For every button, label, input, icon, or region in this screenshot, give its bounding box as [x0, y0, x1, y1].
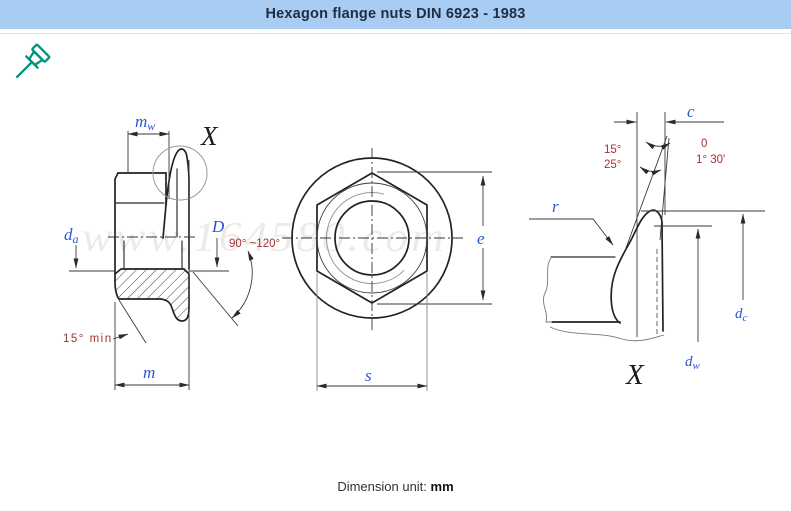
dim-label-dw: dw	[685, 354, 701, 372]
angle-label-15: 15°	[604, 144, 621, 156]
side-view: mw X da D 90° ~120° 15° min	[63, 112, 280, 390]
dim-r: r	[529, 197, 614, 246]
dim-e: e	[377, 171, 492, 305]
dim-dc: dc	[641, 210, 765, 324]
dim-c: c	[614, 102, 724, 125]
detail-profile	[543, 209, 665, 342]
angle-label-flange-min: 15° min	[63, 333, 113, 345]
side-view-outline	[108, 148, 197, 322]
dim-label-da: da	[64, 225, 79, 246]
dim-D: D	[189, 217, 229, 272]
flange-section-hatch	[114, 268, 190, 322]
detail-mark-label: X	[200, 121, 219, 151]
angle-label-countersink: 90° ~120°	[229, 238, 280, 250]
detail-view-title: X	[625, 359, 645, 391]
title-bar: Hexagon flange nuts DIN 6923 - 1983	[0, 0, 791, 29]
angle-label-0: 0	[701, 138, 707, 150]
dim-label-m: m	[143, 363, 155, 382]
pushpin-icon[interactable]	[11, 43, 51, 83]
thread-major-arc	[326, 192, 405, 284]
dimension-unit-value: mm	[430, 479, 454, 494]
header-divider	[0, 29, 791, 34]
front-view-outline	[282, 148, 463, 330]
dim-label-mw: mw	[135, 112, 155, 133]
dimension-unit-note: Dimension unit: mm	[0, 479, 791, 494]
dim-label-c: c	[687, 102, 695, 121]
detail-extension-lines	[636, 112, 666, 337]
dim-label-e: e	[477, 229, 485, 248]
detail-view: c 15° 25° 0 1° 30' r dw	[529, 102, 765, 391]
front-view: e s	[282, 148, 492, 391]
detail-mark: X	[152, 121, 219, 201]
angle-countersink: 90° ~120°	[192, 238, 280, 327]
angle-callouts: 15° 25° 0 1° 30'	[604, 135, 725, 249]
dim-label-s: s	[365, 366, 372, 385]
dim-da: da	[64, 225, 114, 272]
break-line-bottom	[549, 326, 665, 342]
dim-label-r: r	[552, 197, 559, 216]
angle-label-1-30: 1° 30'	[696, 154, 725, 166]
detail-circle	[152, 145, 208, 201]
dim-mw: mw	[127, 112, 170, 199]
angle-flange-min: 15° min	[63, 299, 147, 345]
dimension-unit-label: Dimension unit:	[337, 479, 427, 494]
dim-label-D: D	[211, 217, 225, 236]
dim-dw: dw	[654, 225, 712, 372]
dim-label-dc: dc	[735, 306, 748, 324]
dim-m: m	[114, 160, 190, 390]
dim-s: s	[316, 273, 428, 391]
page-title: Hexagon flange nuts DIN 6923 - 1983	[265, 6, 526, 22]
break-line-left	[543, 257, 552, 323]
angle-label-25: 25°	[604, 159, 621, 171]
